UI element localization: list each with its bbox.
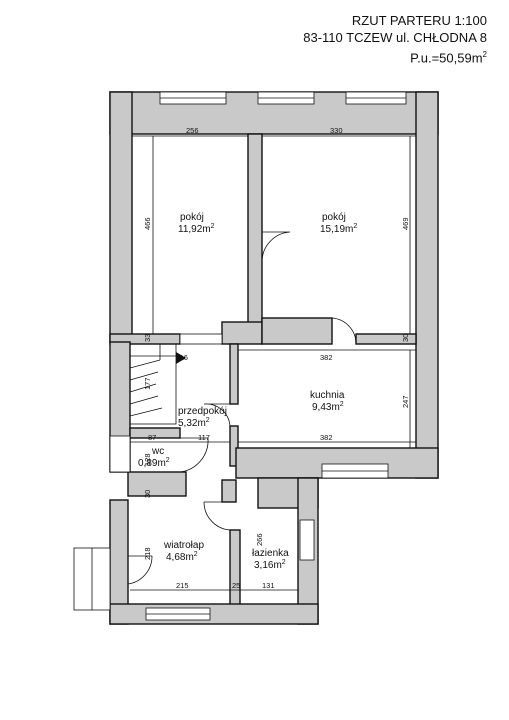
dim-218: 218: [143, 547, 152, 560]
dim-117: 117: [198, 433, 210, 442]
windows: [109, 91, 407, 621]
dim-87: 87: [148, 433, 156, 442]
wall-left-upper: [109, 91, 133, 343]
room-pokoj1-area: 11,92m2: [178, 223, 215, 235]
room-lazienka-name: łazienka: [252, 548, 289, 559]
door-wc: [179, 437, 209, 473]
door-bath: [203, 501, 233, 531]
room-przedpokoj-name: przedpokój: [178, 406, 227, 417]
room-lazienka-area-sup: 2: [282, 559, 286, 566]
usable-area-unit-sup: 2: [482, 50, 487, 59]
dim-177: 177: [143, 377, 152, 390]
plan-title: RZUT PARTERU 1:100: [351, 13, 487, 28]
dim-30-top: 30: [401, 334, 410, 342]
room-kuchnia-name: kuchnia: [310, 390, 345, 401]
door-entrance: [127, 555, 153, 585]
wall-kitchen-left: [229, 343, 239, 405]
room-pokoj2-area: 15,19m2: [320, 223, 357, 235]
room-pokoj1-area-sup: 2: [211, 223, 215, 230]
room-kuchnia-area-sup: 2: [340, 401, 344, 408]
room-kuchnia-area-value: 9,43m: [312, 402, 340, 413]
room-lazienka-area-value: 3,16m: [254, 560, 282, 571]
room-kuchnia-area: 9,43m2: [312, 401, 344, 413]
room-wc-area-value: 0,89m: [138, 458, 166, 469]
room-wiatrolap-area: 4,68m2: [166, 551, 198, 563]
room-lazienka-area: 3,16m2: [254, 559, 286, 571]
room-wc-name: wc: [151, 446, 164, 457]
dim-466: 466: [143, 217, 152, 230]
wall-bath-left: [221, 479, 237, 503]
dim-128: 128: [143, 453, 152, 466]
room-wc-area: 0,89m2: [138, 457, 170, 469]
window-left-mid: [179, 333, 223, 345]
room-pokoj2-name: pokój: [322, 212, 346, 223]
dimension-lines: [130, 135, 416, 591]
room-pokoj1-name: pokój: [180, 212, 204, 223]
walls: [109, 91, 439, 625]
usable-area-value: P.u.=50,59m: [410, 50, 483, 66]
dim-25: 25: [232, 581, 240, 590]
title-block: RZUT PARTERU 1:100 83-110 TCZEW ul. CHŁO…: [303, 12, 487, 66]
room-labels: pokój 11,92m2 pokój 15,19m2 kuchnia 9,43…: [138, 212, 357, 571]
room-przedpokoj-area-value: 5,32m: [178, 418, 206, 429]
door-pokoj2: [331, 317, 357, 345]
room-pokoj2-area-value: 15,19m: [320, 224, 353, 235]
dim-116: 116: [176, 353, 188, 362]
dim-256: 256: [186, 126, 199, 135]
dim-215: 215: [176, 581, 189, 590]
room-wiatrolap-name: wiatrołap: [163, 540, 204, 551]
wall-partition-rooms: [247, 133, 263, 335]
room-wiatrolap-area-sup: 2: [194, 551, 198, 558]
door-pokoj1: [261, 231, 291, 263]
dim-33: 33: [143, 334, 152, 342]
wall-under-pokoj2-a: [261, 317, 333, 345]
dim-266: 266: [255, 533, 264, 546]
doors: [127, 231, 357, 585]
dim-382-bottom: 382: [320, 433, 333, 442]
wall-kitchen-left-b: [229, 425, 239, 467]
room-wc-area-sup: 2: [166, 457, 170, 464]
dim-330: 330: [330, 126, 343, 135]
dim-131: 131: [262, 581, 275, 590]
dim-382-top: 382: [320, 353, 333, 362]
usable-area: P.u.=50,59m2: [303, 46, 487, 66]
door-kitchen: [203, 403, 231, 427]
stairs: [129, 343, 186, 425]
dim-469: 469: [401, 217, 410, 230]
room-przedpokoj-area-sup: 2: [206, 417, 210, 424]
wall-wc-bottom: [127, 471, 187, 497]
stairs-arrow-icon: [176, 352, 186, 364]
dim-30-bottom: 30: [143, 490, 152, 498]
wall-wc-top: [129, 427, 181, 439]
dim-247: 247: [401, 395, 410, 408]
wall-under-pokoj1-b: [221, 321, 263, 345]
dimension-labels: 256 330 466 469 33 30 116 382 177 247 87…: [143, 126, 410, 590]
window-bath-right: [299, 519, 315, 561]
wall-right-upper: [415, 91, 439, 479]
room-przedpokoj-area: 5,32m2: [178, 417, 210, 429]
plan-address: 83-110 TCZEW ul. CHŁODNA 8: [303, 30, 487, 45]
wall-bottom: [109, 603, 319, 625]
wall-under-pokoj2-b: [355, 333, 417, 345]
room-pokoj2-area-sup: 2: [353, 223, 357, 230]
room-wiatrolap-area-value: 4,68m: [166, 552, 194, 563]
wall-bath-mid: [229, 529, 241, 611]
room-pokoj1-area-value: 11,92m: [178, 224, 211, 235]
window-wc: [109, 435, 131, 473]
